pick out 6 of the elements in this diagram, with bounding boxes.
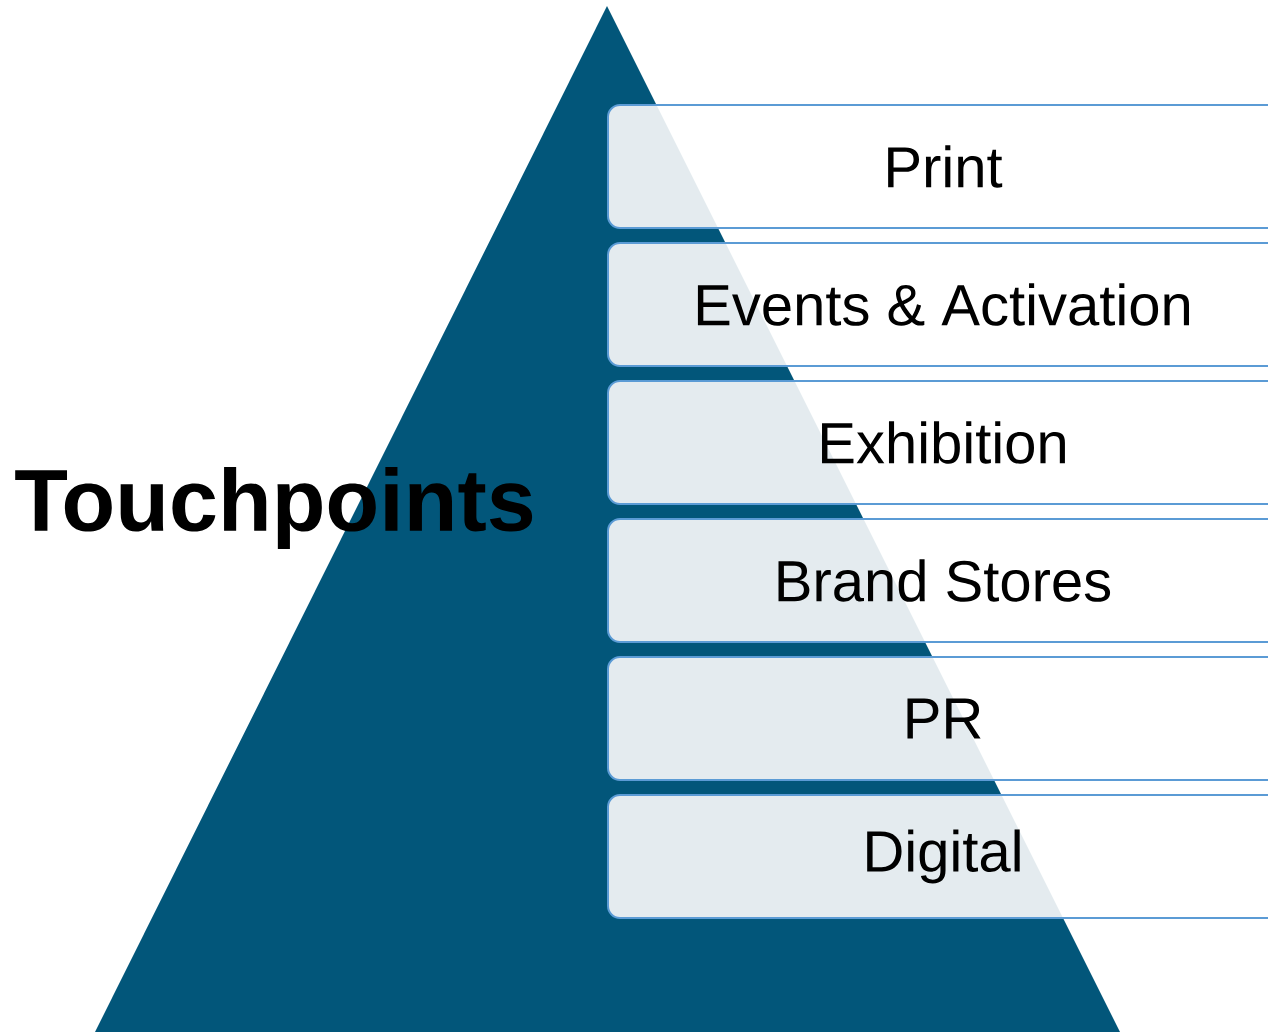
label-box: PR [607, 656, 1268, 781]
label-box: Digital [607, 794, 1268, 919]
label-box: Events & Activation [607, 242, 1268, 367]
label-box: Exhibition [607, 380, 1268, 505]
label-box: Brand Stores [607, 518, 1268, 643]
label-box: Print [607, 104, 1268, 229]
